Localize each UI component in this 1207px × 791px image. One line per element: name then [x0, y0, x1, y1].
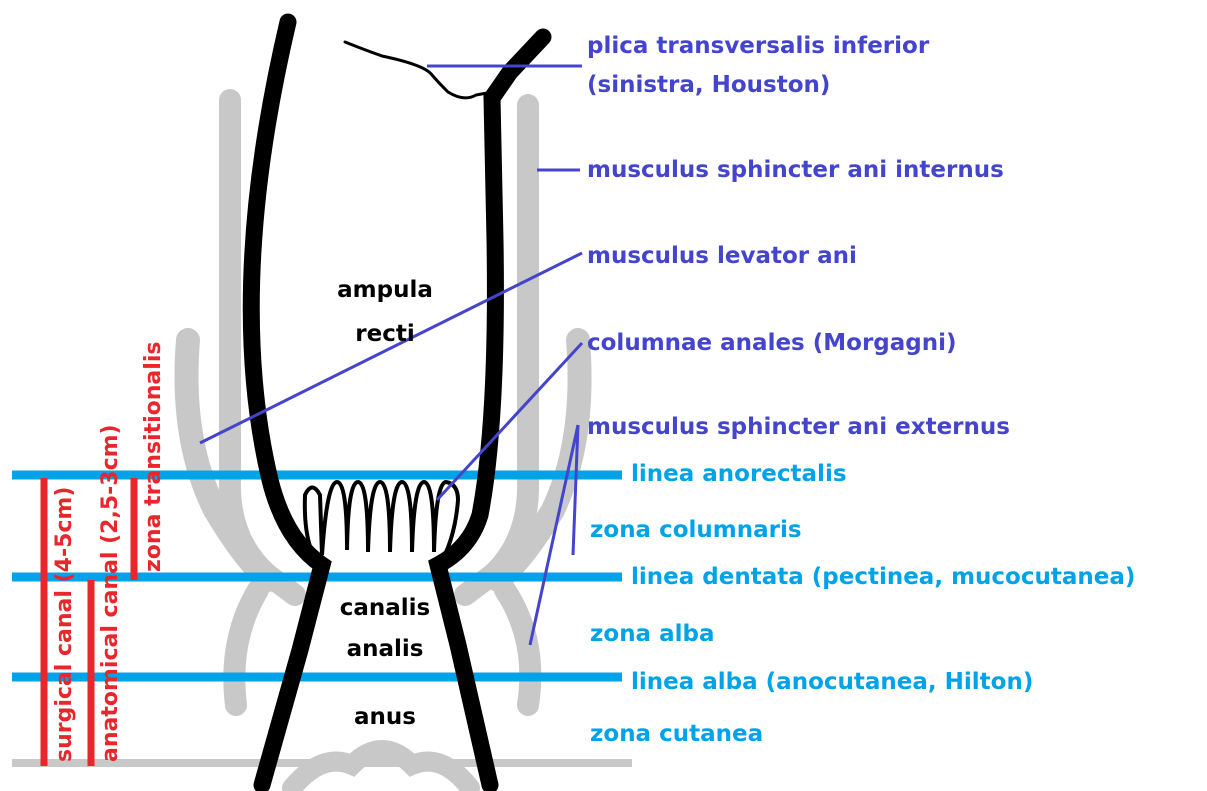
label-columnae-anales: columnae anales (Morgagni) [587, 329, 957, 357]
label-surgical-canal: surgical canal (4-5cm) [52, 487, 78, 762]
sphincter-externus-right-lower [505, 590, 530, 705]
plica-transversalis-fold [345, 42, 492, 98]
label-levator-ani: musculus levator ani [587, 242, 857, 270]
label-zona-cutanea: zona cutanea [590, 720, 763, 748]
label-sphincter-externus: musculus sphincter ani externus [587, 413, 1010, 441]
region-ampula-line2: recti [325, 320, 445, 348]
columnae-anales-folds [305, 482, 458, 568]
label-plica-line1: plica transversalis inferior [587, 32, 929, 60]
region-anus: anus [330, 703, 440, 731]
sphincter-externus-left-lower [234, 590, 258, 705]
rectal-wall [251, 22, 543, 785]
anal-skin-folds [292, 750, 470, 788]
label-linea-dentata: linea dentata (pectinea, mucocutanea) [631, 563, 1135, 591]
label-zona-transitionalis: zona transitionalis [141, 342, 167, 572]
region-canalis-line1: canalis [320, 594, 450, 622]
muscle-shapes [187, 100, 580, 788]
label-sphincter-internus: musculus sphincter ani internus [587, 156, 1004, 184]
label-linea-alba: linea alba (anocutanea, Hilton) [631, 668, 1033, 696]
label-zona-columnaris: zona columnaris [590, 516, 802, 544]
region-ampula-line1: ampula [325, 276, 445, 304]
label-zona-alba: zona alba [590, 620, 714, 648]
label-anatomical-canal: anatomical canal (2,5-3cm) [98, 424, 124, 762]
label-linea-anorectalis: linea anorectalis [631, 460, 847, 488]
label-plica-line2: (sinistra, Houston) [587, 71, 830, 99]
left-wall [251, 22, 322, 785]
region-canalis-line2: analis [320, 635, 450, 663]
